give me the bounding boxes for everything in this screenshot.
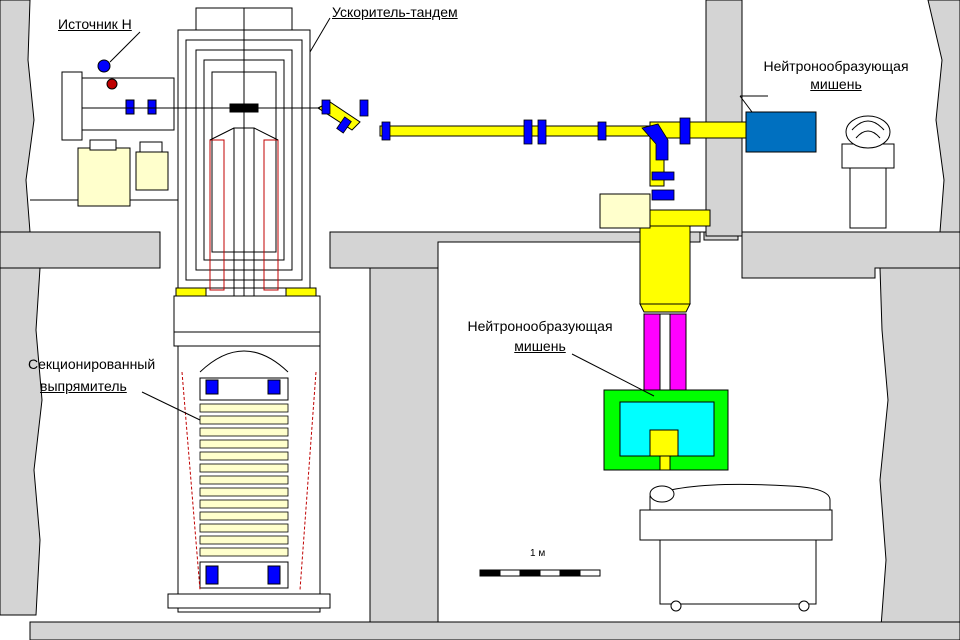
label-ion-source: Источник H: [58, 16, 132, 32]
label-tandem-accelerator: Ускоритель-тандем: [332, 4, 458, 20]
tandem-accelerator: [173, 7, 321, 347]
beam-flanges: [321, 99, 691, 201]
lower-target: [599, 193, 729, 471]
treatment-table: [639, 483, 833, 612]
scale-bar: [479, 569, 601, 577]
leader-lines: [109, 17, 768, 421]
label-target-mid-2: мишень: [514, 338, 566, 354]
rectifier-plates: [199, 403, 289, 557]
target-block-top: [745, 111, 817, 153]
label-rectifier-2: выпрямитель: [40, 378, 127, 394]
ion-source: [61, 59, 196, 207]
label-scale: 1 м: [530, 548, 546, 559]
label-rectifier-1: Секционированный: [28, 356, 156, 372]
phantom-upper: [841, 115, 895, 229]
label-target-mid-1: Нейтронообразующая: [467, 318, 613, 334]
label-target-top-2: мишень: [810, 76, 862, 92]
label-target-top-1: Нейтронообразующая: [763, 58, 909, 74]
sectioned-rectifier: [167, 345, 331, 613]
